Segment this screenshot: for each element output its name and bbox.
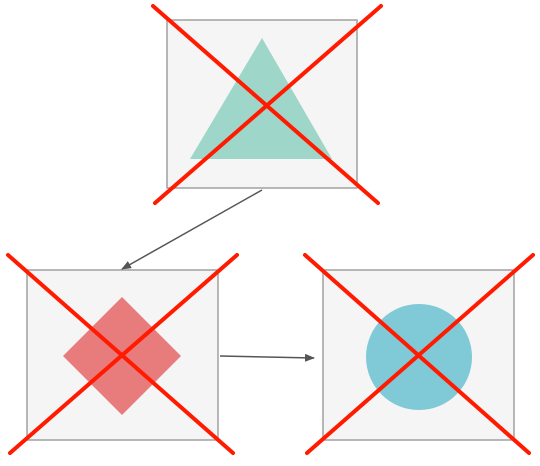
triangle-cross-line-b (153, 4, 383, 205)
circle-node (303, 253, 535, 455)
triangle-node (151, 4, 383, 205)
diamond-cross-line-b (8, 253, 239, 455)
edge-triangle-to-diamond-arrow (121, 189, 263, 270)
circle-cross-line-b (305, 253, 535, 455)
edge-diamond-to-circle-arrow (219, 353, 315, 362)
diamond-node (6, 253, 239, 455)
